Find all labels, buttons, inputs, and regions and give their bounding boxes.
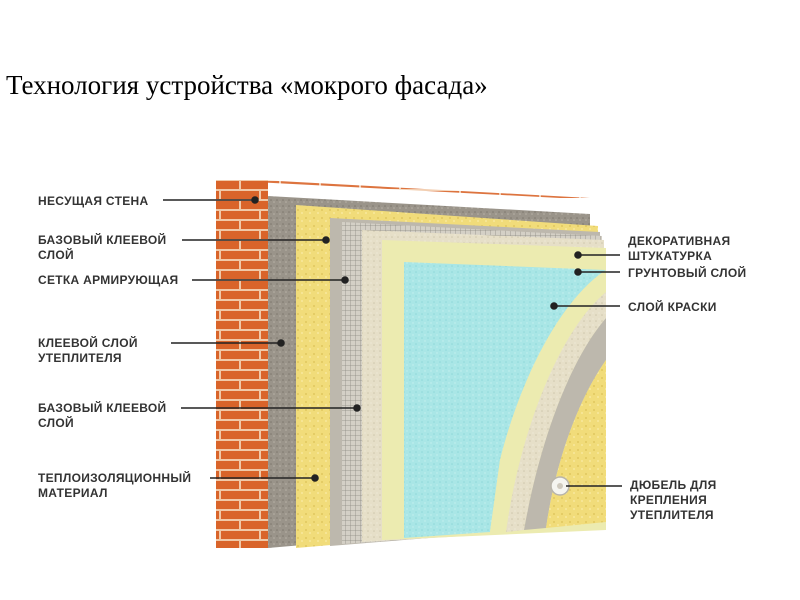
label-bearing-wall: НЕСУЩАЯ СТЕНА	[38, 194, 149, 208]
dowel	[550, 476, 570, 496]
paint-layer	[404, 262, 606, 538]
label-paint-layer: СЛОЙ КРАСКИ	[628, 300, 717, 314]
label-decorative-plaster: ДЕКОРАТИВНАЯ ШТУКАТУРКА	[628, 234, 731, 263]
plaster-curve	[506, 292, 606, 532]
label-primer-layer: ГРУНТОВЫЙ СЛОЙ	[628, 266, 747, 280]
brick-wall	[216, 180, 590, 548]
label-reinforcing-mesh: СЕТКА АРМИРУЮЩАЯ	[38, 273, 179, 287]
label-dowel: ДЮБЕЛЬ ДЛЯ КРЕПЛЕНИЯ УТЕПЛИТЕЛЯ	[630, 478, 717, 522]
label-insulation-adhesive: КЛЕЕВОЙ СЛОЙ УТЕПЛИТЕЛЯ	[38, 336, 138, 365]
page-title: Технология устройства «мокрого фасада»	[6, 70, 488, 100]
label-base-adhesive-2: БАЗОВЫЙ КЛЕЕВОЙ СЛОЙ	[38, 401, 167, 430]
label-insulation-material: ТЕПЛОИЗОЛЯЦИОННЫЙ МАТЕРИАЛ	[38, 471, 192, 500]
primer-curve	[490, 270, 606, 532]
adhesive-curve	[524, 318, 606, 530]
label-base-adhesive-1: БАЗОВЫЙ КЛЕЕВОЙ СЛОЙ	[38, 233, 167, 262]
leader-lines	[163, 196, 622, 487]
